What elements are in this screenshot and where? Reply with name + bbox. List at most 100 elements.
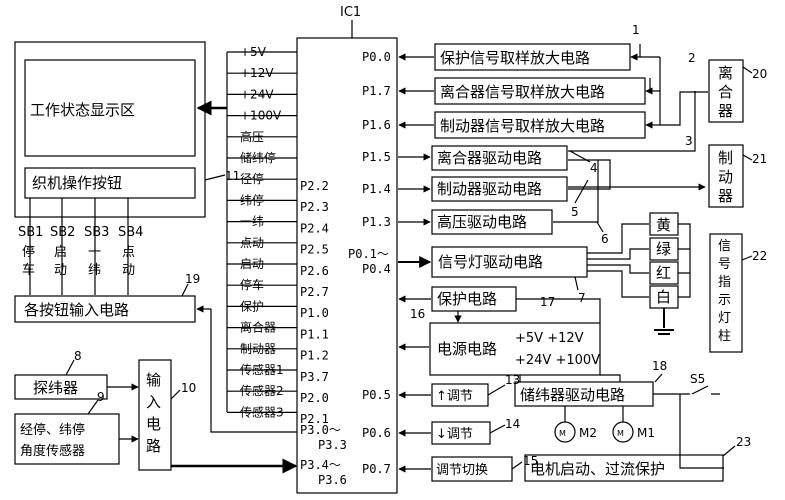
clutch-box [708,59,744,123]
bus-signal-label: 径停 [240,171,264,186]
feeler-label: 探纬器 [33,379,78,397]
bus-signal-label: 点动 [240,236,264,250]
ref-6: 6 [601,232,609,246]
ref-4: 4 [590,161,598,175]
clutch-drive-label: 离合器驱动电路 [437,149,542,167]
adj-down-label: ↓调节 [436,427,473,442]
bus-signal-label: 一纬 [240,215,264,229]
left-pin-label: P2.0 [300,391,329,405]
clutch-label: 离合器 [718,64,733,120]
pin-p30b: P3.3 [318,438,347,452]
bus-signal-label: +12V [240,66,274,80]
left-pin-label: P1.1 [300,327,329,341]
switch-s5 [691,385,720,395]
bus-signal-label: 启动 [240,257,264,271]
brake-label: 制动器 [718,149,733,205]
vertical-char: 动 [718,168,733,186]
vertical-char: 合 [718,83,733,101]
pin-p34a: P3.4～ [300,458,341,472]
ref-16: 16 [410,307,425,321]
vertical-char: 指 [718,275,731,290]
ref-20: 20 [752,67,767,81]
lamp-wires [587,223,649,298]
bus-signal-label: 制动器 [240,342,276,356]
button-code-label: SB2 [50,225,75,240]
bus-signal-label: 高压 [240,129,264,144]
bus-signal-label: 纬停 [240,192,264,207]
ref-19: 19 [185,272,200,286]
lamp-post-box [709,233,743,353]
lamp-drive-label: 信号灯驱动电路 [438,253,543,271]
ref-15: 15 [523,454,538,468]
ref-8: 8 [74,349,82,363]
motor-protect-label: 电机启动、过流保护 [530,460,665,478]
pin-p16: P1.6 [362,118,391,132]
bus-signal-label: 储纬停 [240,150,276,165]
left-pin-label: P2.4 [300,221,329,235]
vertical-char: 输 [146,371,161,389]
vertical-char: 号 [718,257,731,272]
clutch-drive-box [431,145,568,171]
left-pin-label: P2.6 [300,264,329,278]
lamp-color-label: 白 [656,288,671,306]
bus-signal-label: +5V [240,45,267,59]
button-code-label: SB3 [84,225,109,240]
ref-18: 18 [652,359,667,373]
ic1-chip [296,37,398,494]
signal-labels: +5V+12V+24V+100V高压储纬停径停纬停一纬点动启动停车保护离合器制动… [240,45,284,419]
ref-leaders-2 [487,384,736,470]
ref-1: 1 [632,23,640,37]
drive-link [568,159,611,190]
switch-s5-label: S5 [690,372,705,386]
left-pin-label: P2.7 [300,285,329,299]
hv-drive-box [431,209,553,235]
clutch-amp-label: 离合器信号取样放大电路 [440,83,605,101]
vertical-char: 制 [718,149,733,167]
button-text-char: 纬 [88,263,101,278]
button-text-char: 动 [122,263,135,278]
lamp-color-label: 红 [656,264,671,282]
pin-p00: P0.0 [362,50,391,64]
input-circuit-box [138,359,172,471]
ref-14: 14 [505,417,520,431]
vertical-char: 器 [718,187,733,205]
lamp-common [678,223,691,298]
button-text-char: 点 [122,245,135,260]
motor-m1-symbol: M [617,429,624,438]
ref22-leader [741,255,753,261]
left-pin-label: P1.2 [300,349,329,363]
bus-signal-label: +24V [240,87,274,101]
ref-3: 3 [685,134,693,148]
storage-drive-label: 储纬器驱动电路 [520,386,625,404]
bus-signal-label: 离合器 [240,320,276,335]
display-panel-frame [14,41,206,218]
button-input-label: 各按钮输入电路 [24,301,129,319]
bus-signal-label: 保护 [240,299,264,313]
adj-up-label: ↑调节 [436,389,473,404]
ref-11: 11 [225,169,240,183]
pin-p30a: P3.0～ [300,423,341,437]
power-voltages-2: +24V +100V [515,353,600,368]
p30-link [210,309,297,433]
ref-10: 10 [181,381,196,395]
ref19-leader [181,283,189,297]
vertical-char: 入 [146,393,161,411]
button-code-label: SB1 [18,225,43,240]
ref-leaders [569,150,604,291]
lamp-color-label: 黄 [656,216,671,234]
fb-ticks [639,44,651,91]
pin-p07: P0.7 [362,462,391,476]
ref-23: 23 [736,435,751,449]
motor-m2-label: M2 [579,426,597,440]
motor-m1-label: M1 [637,426,655,440]
ref-9: 9 [97,390,105,404]
ref11-leader [204,174,226,181]
protect-link [516,298,601,323]
vertical-char: 灯 [718,311,731,326]
vertical-char: 柱 [718,329,731,344]
angle-sensor-line2: 角度传感器 [20,443,85,459]
button-text-char: 一 [88,245,101,260]
